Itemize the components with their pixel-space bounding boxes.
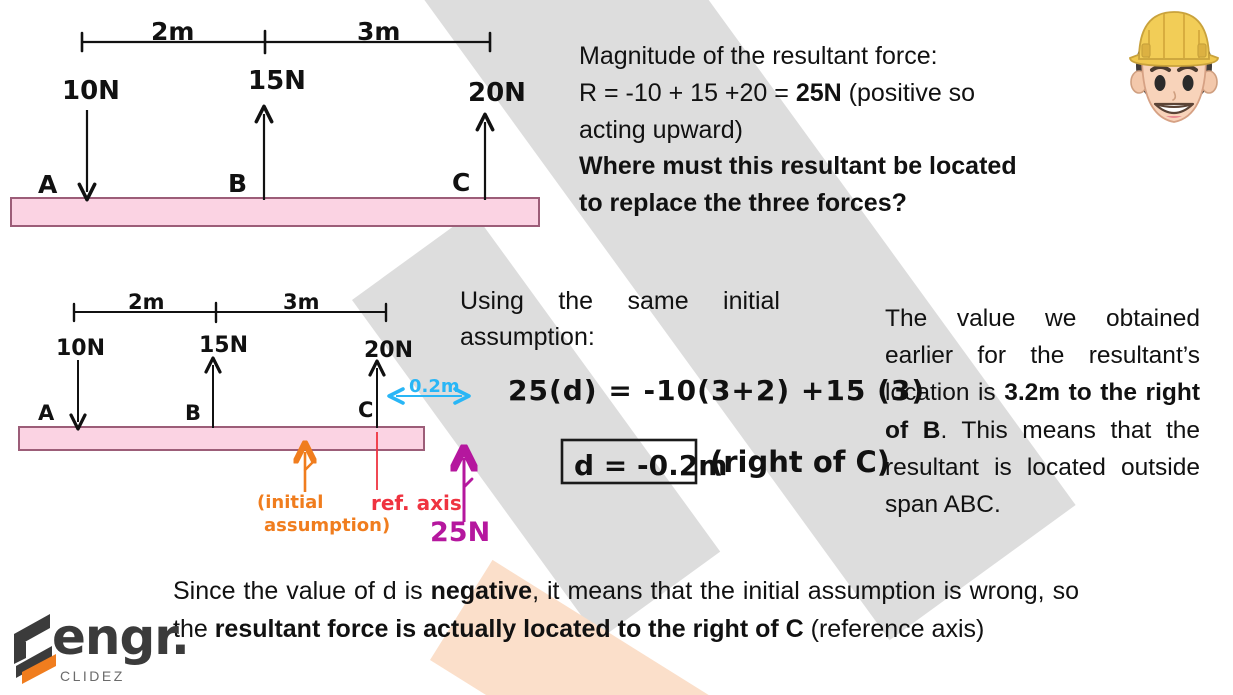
right-column-paragraph: The value we obtained earlier for the re… [885, 300, 1200, 523]
force-label-10N-top: 10N [62, 76, 120, 106]
magnitude-line-1: Magnitude of the resultant force: [579, 42, 938, 70]
dimension-line-top [80, 29, 492, 55]
using-same-assumption-line-2: assumption: [460, 322, 595, 351]
force-label-15N-bottom: 15N [199, 333, 249, 358]
offset-label-0-2m: 0.2m [409, 376, 460, 397]
resultant-25N-label: 25N [430, 517, 491, 548]
bottom-paragraph: Since the value of d is negative, it mea… [173, 573, 1079, 648]
point-label-C-bottom: C [358, 398, 374, 422]
engineer-avatar [1122, 4, 1226, 132]
bottom-paragraph-part1: Since the value of d is [173, 577, 431, 605]
bottom-paragraph-part3: (reference axis) [803, 614, 985, 643]
force-label-20N-top: 20N [468, 78, 526, 108]
engr-clidez-logo[interactable]: engr. CLIDEZ [4, 606, 190, 692]
handwritten-equation: 25(d) = -10(3+2) +15 (3) [508, 374, 926, 407]
magnitude-line-3: acting upward) [579, 115, 743, 144]
point-label-A-top: A [38, 170, 58, 199]
handwritten-result-note: (right of C) [710, 445, 891, 479]
initial-assumption-arrow [305, 452, 312, 492]
right-paragraph-bold: 3.2m to the right of B [885, 379, 1200, 444]
initial-assumption-label-line2: assumption) [264, 515, 391, 536]
bottom-paragraph-part2: , it means that the initial assumption i… [173, 577, 1079, 643]
force-label-10N-bottom: 10N [56, 336, 106, 361]
beam-top [10, 197, 540, 227]
dimension-label-3m-top: 3m [357, 17, 401, 46]
point-label-A-bottom: A [38, 401, 55, 425]
dimension-label-2m-top: 2m [151, 17, 195, 46]
bottom-paragraph-bold1: negative [430, 577, 533, 605]
magnitude-line-2-pre: R = -10 + 15 +20 = [579, 78, 796, 107]
logo-wordmark: engr. [52, 608, 190, 666]
point-label-B-top: B [228, 169, 248, 198]
handwritten-boxed-result: d = -0.2m [574, 449, 728, 482]
right-paragraph-pre: The value we obtained earlier for the re… [885, 305, 1200, 407]
point-label-C-top: C [452, 168, 471, 197]
initial-assumption-label-line1: (initial [257, 492, 324, 513]
force-label-15N-top: 15N [248, 66, 306, 96]
logo-subtitle: CLIDEZ [60, 668, 125, 684]
magnitude-line-2-post: (positive so [841, 78, 976, 107]
dimension-label-3m-bottom: 3m [283, 290, 320, 314]
question-line-1: Where must this resultant be located [579, 152, 1017, 181]
dimension-label-2m-bottom: 2m [128, 290, 165, 314]
point-label-B-bottom: B [185, 401, 202, 425]
force-label-20N-bottom: 20N [364, 338, 414, 363]
question-line-2: to replace the three forces? [579, 189, 907, 217]
resultant-magnitude-block: Magnitude of the resultant force: R = -1… [579, 38, 1109, 222]
dimension-line-bottom [72, 301, 388, 324]
magnitude-line-2: R = -10 + 15 +20 = 25N (positive so [579, 75, 1109, 112]
boxed-answer-outline [560, 438, 698, 485]
magnitude-value: 25N [795, 78, 842, 107]
engineer-avatar-icon [1129, 11, 1219, 123]
logo-mark-icon [14, 614, 56, 684]
using-same-assumption-line-1: Using the same initial [460, 287, 780, 315]
reference-axis-label: ref. axis [371, 491, 462, 515]
bottom-paragraph-bold2: resultant force is actually located to t… [214, 614, 804, 643]
using-same-assumption-block: Using the same initial assumption: [460, 284, 780, 355]
resultant-force-arrow [464, 458, 472, 522]
right-paragraph-post: . This means that the resultant is locat… [885, 416, 1200, 519]
